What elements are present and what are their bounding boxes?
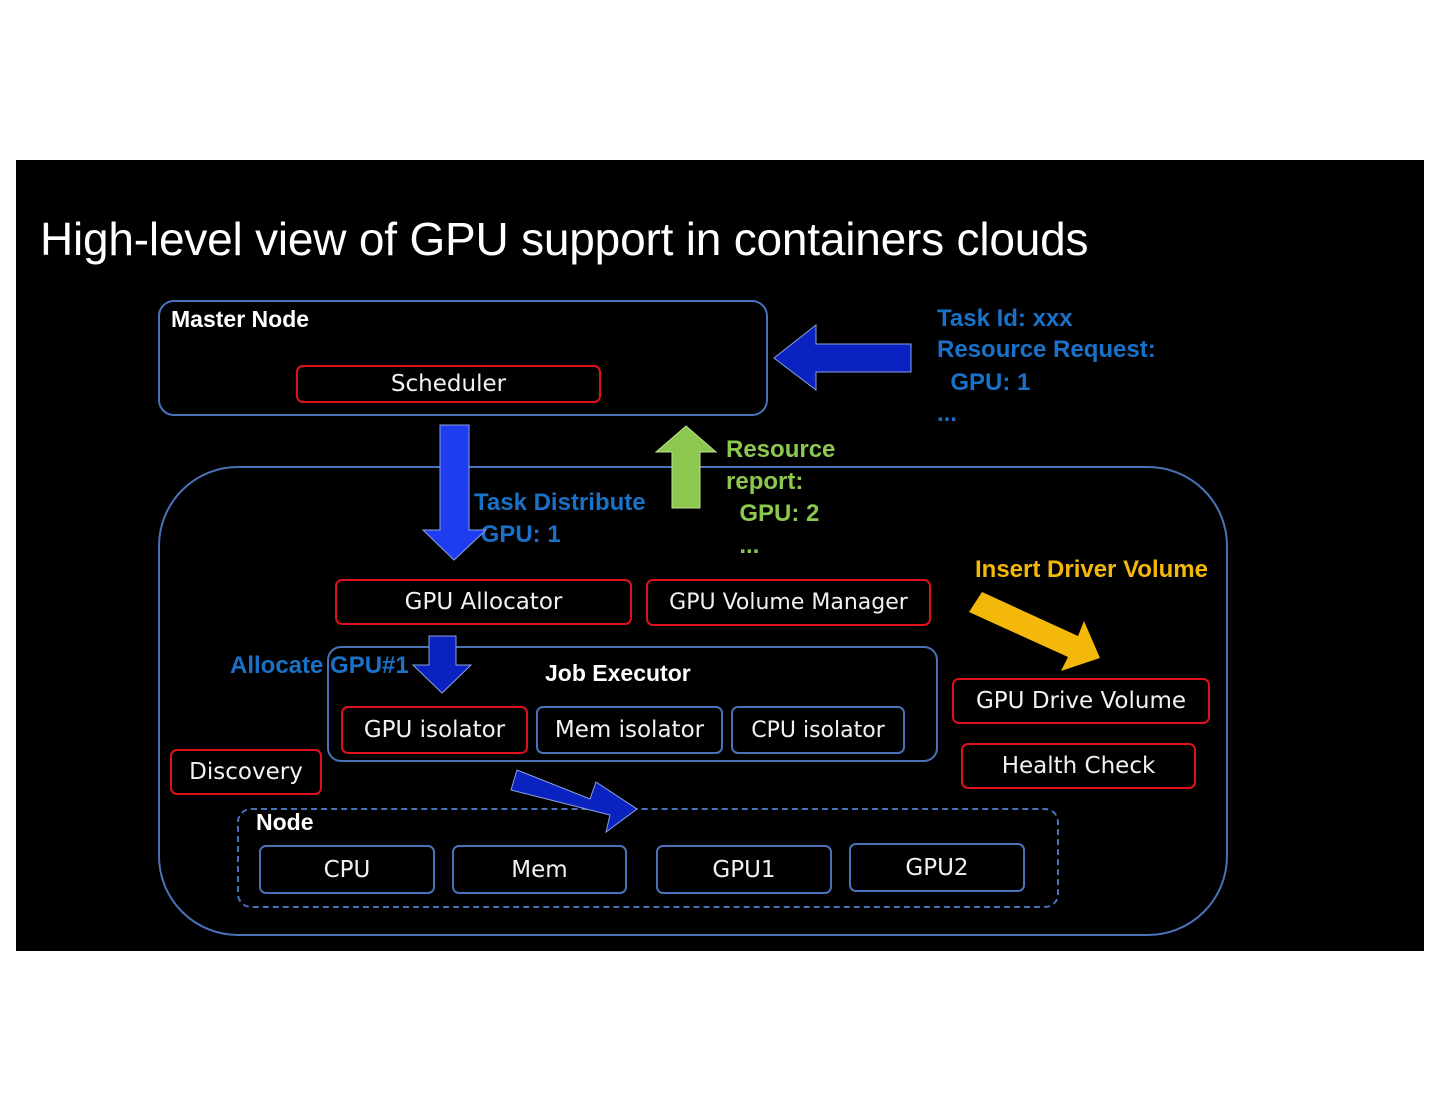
discovery-box: Discovery	[170, 749, 322, 795]
node-resource-gpu2: GPU2	[849, 843, 1025, 892]
master-node-box	[158, 300, 768, 416]
mem-isolator-box: Mem isolator	[536, 706, 723, 754]
gpu-volume-manager-box: GPU Volume Manager	[646, 579, 931, 626]
scheduler-box: Scheduler	[296, 365, 601, 403]
arrows-layer	[411, 323, 1100, 834]
request-arrow-icon	[773, 323, 912, 392]
node-resource-cpu: CPU	[259, 845, 435, 894]
gpu-isolator-box: GPU isolator	[341, 706, 528, 754]
slide: High-level view of GPU support in contai…	[16, 160, 1424, 951]
gpu-allocator-box: GPU Allocator	[335, 579, 632, 625]
slide-title: High-level view of GPU support in contai…	[40, 213, 1089, 265]
task-distribute-line-1: Task Distribute	[474, 489, 646, 516]
allocate-arrow-icon	[411, 635, 473, 694]
job-executor-box	[327, 646, 938, 762]
insert-driver-arrow-icon	[969, 592, 1100, 671]
task-request-line-2: Resource Request:	[937, 336, 1156, 363]
cpu-isolator-box: CPU isolator	[731, 706, 905, 754]
task-distribute-line-2: GPU: 1	[474, 521, 561, 548]
resource-report-line-4: ...	[726, 532, 760, 559]
health-check-box: Health Check	[961, 743, 1196, 789]
job-executor-label: Job Executor	[545, 660, 691, 686]
node-label: Node	[256, 809, 314, 835]
node-resource-mem: Mem	[452, 845, 627, 894]
task-distribute-arrow-icon	[421, 424, 488, 561]
node-box	[237, 808, 1059, 908]
task-request-line-1: Task Id: xxx	[937, 305, 1073, 332]
resource-report-line-2: report:	[726, 468, 804, 495]
resource-report-line-1: Resource	[726, 436, 836, 463]
executor-to-node-arrow-icon	[510, 769, 638, 834]
master-node-label: Master Node	[171, 306, 310, 332]
insert-driver-volume-label: Insert Driver Volume	[975, 556, 1208, 583]
task-request-line-3: GPU: 1	[937, 369, 1031, 396]
node-resource-gpu1: GPU1	[656, 845, 832, 894]
task-request-line-4: ...	[937, 400, 958, 427]
resource-report-arrow-icon	[654, 425, 718, 509]
allocate-gpu-label: Allocate GPU#1	[230, 652, 409, 679]
gpu-drive-volume-box: GPU Drive Volume	[952, 678, 1210, 724]
resource-report-line-3: GPU: 2	[726, 500, 820, 527]
